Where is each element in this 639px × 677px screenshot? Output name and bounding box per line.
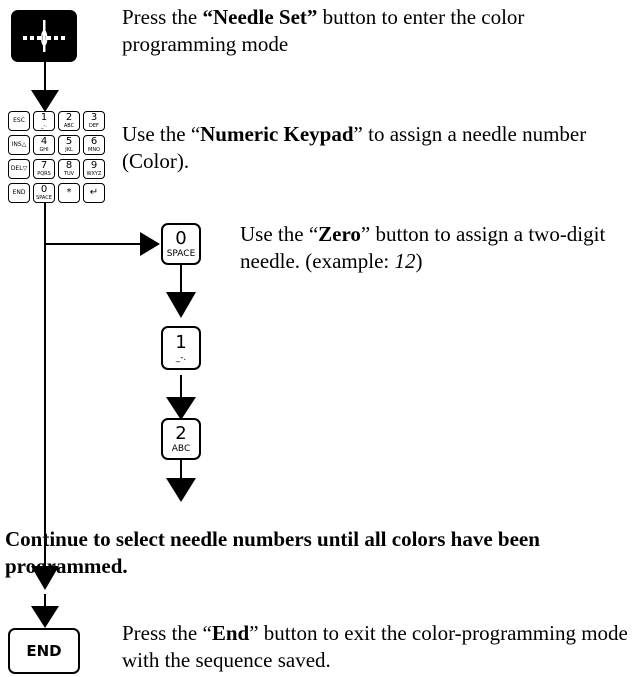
keypad-key-sublabel: _-. [41,123,47,129]
one-key-label: 1 [175,331,187,353]
keypad-key[interactable]: INS△ [8,135,30,155]
zero-key[interactable]: 0 SPACE [161,223,201,265]
keypad-key-sublabel: WXYZ [86,171,102,177]
keypad-key-label: INS△ [11,141,27,148]
keypad-key[interactable]: ESC [8,111,30,131]
two-key[interactable]: 2 ABC [161,418,201,460]
end-key-label: END [26,642,62,660]
arrowhead-to-two [166,397,196,420]
arrowhead-to-end [31,606,59,628]
keypad-key[interactable]: DEL▽ [8,159,30,179]
arrowhead-branch-down [166,478,196,502]
needle-set-button[interactable] [11,10,77,62]
keypad-key[interactable]: END [8,183,30,203]
keypad-key-sublabel: TUV [63,171,75,177]
keypad-key-label: 3 [90,112,98,123]
keypad-key-label: 0 [40,184,48,195]
keypad-key-sublabel: GHI [39,147,49,153]
keypad-key-label: 6 [90,136,98,147]
step1-text: Press the “Needle Set” button to enter t… [122,5,525,56]
keypad-key-sublabel: SPACE [36,195,52,201]
keypad-key-label: 4 [40,136,48,147]
arrowhead-to-one [166,292,196,318]
arrowhead-main-down [31,566,59,590]
arrowhead-to-zero [140,232,160,256]
end-key[interactable]: END [8,628,80,674]
keypad-key-sublabel: PQRS [37,171,51,177]
needle-icon [23,20,65,52]
keypad-key[interactable]: 1_-. [33,111,55,131]
keypad-key-sublabel: ABC [63,123,75,129]
keypad-key-label: ESC [13,117,25,124]
keypad-key-sublabel: MNO [88,147,100,153]
zero-key-sublabel: SPACE [166,248,196,259]
one-key-sublabel: _-. [175,352,187,363]
one-key[interactable]: 1 _-. [161,326,201,370]
keypad-key[interactable]: * [58,183,80,203]
keypad-key-label: 9 [90,160,98,171]
keypad-key-label: 7 [40,160,48,171]
keypad-key[interactable]: ↵ [83,183,105,203]
keypad-key-label: 1 [40,112,48,123]
step3-text: Use the “Zero” button to assign a two-di… [240,222,606,273]
step-end-text: Press the “End” button to exit the color… [122,621,628,672]
keypad-key-label: DEL▽ [10,165,28,172]
keypad-key-sublabel: DEF [89,123,99,129]
step2-text: Use the “Numeric Keypad” to assign a nee… [122,122,587,173]
keypad-key-label: 2 [65,112,73,123]
two-key-label: 2 [175,422,187,444]
zero-key-label: 0 [175,227,187,249]
continue-instruction: Continue to select needle numbers until … [5,527,540,578]
keypad-key-label: END [12,189,26,196]
keypad-key-label: 5 [65,136,73,147]
two-key-sublabel: ABC [171,443,191,454]
keypad-key-label: 8 [65,160,73,171]
keypad-key-label: ↵ [89,187,99,198]
arrowhead-to-keypad [31,90,59,112]
keypad-key-sublabel: JKL [65,147,73,153]
keypad-key-label: * [66,187,72,198]
